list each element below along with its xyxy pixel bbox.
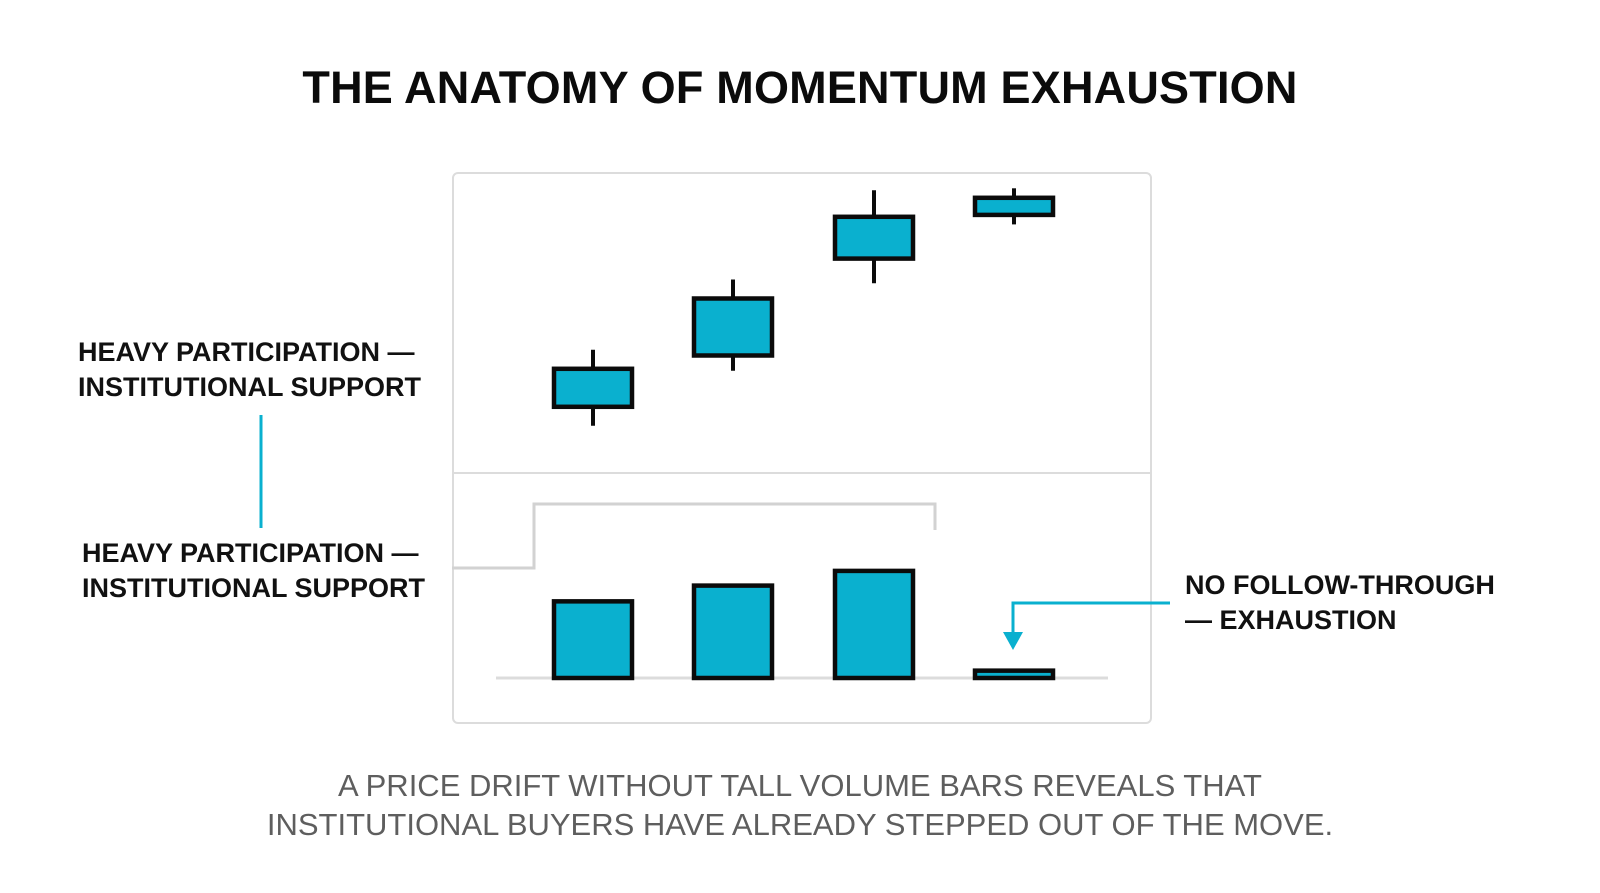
candle-body [691, 296, 775, 358]
volume-bar [691, 583, 775, 681]
volume-bar [551, 599, 635, 681]
volume-annotation-line-2: INSTITUTIONAL SUPPORT [82, 573, 426, 603]
candle [972, 188, 1056, 225]
price-annotation-label: HEAVY PARTICIPATION — INSTITUTIONAL SUPP… [78, 335, 421, 405]
exhaustion-annotation-line-1: NO FOLLOW-THROUGH [1185, 570, 1495, 600]
candle-body [972, 195, 1056, 218]
exhaustion-arrow-line [1011, 601, 1170, 637]
candle [691, 279, 775, 371]
exhaustion-annotation-line-2: — EXHAUSTION [1185, 605, 1397, 635]
volume-bar [832, 568, 916, 681]
candle-body [551, 366, 635, 410]
caption-line-1: A PRICE DRIFT WITHOUT TALL VOLUME BARS R… [338, 768, 1262, 803]
volume-annotation-line-1: HEAVY PARTICIPATION — [82, 538, 419, 568]
volume-annotation-label: HEAVY PARTICIPATION — INSTITUTIONAL SUPP… [82, 536, 425, 606]
volume-bracket [452, 502, 937, 570]
exhaustion-arrow-head [1003, 632, 1023, 650]
candle [551, 349, 635, 426]
price-annotation-line-2: INSTITUTIONAL SUPPORT [78, 372, 422, 402]
price-annotation-line-1: HEAVY PARTICIPATION — [78, 337, 415, 367]
candle [832, 190, 916, 284]
volume-bar [972, 668, 1056, 681]
caption: A PRICE DRIFT WITHOUT TALL VOLUME BARS R… [0, 766, 1600, 844]
exhaustion-annotation-label: NO FOLLOW-THROUGH — EXHAUSTION [1185, 568, 1495, 638]
caption-line-2: INSTITUTIONAL BUYERS HAVE ALREADY STEPPE… [266, 807, 1334, 842]
page-title: THE ANATOMY OF MOMENTUM EXHAUSTION [302, 62, 1298, 113]
candle-body [832, 214, 916, 261]
